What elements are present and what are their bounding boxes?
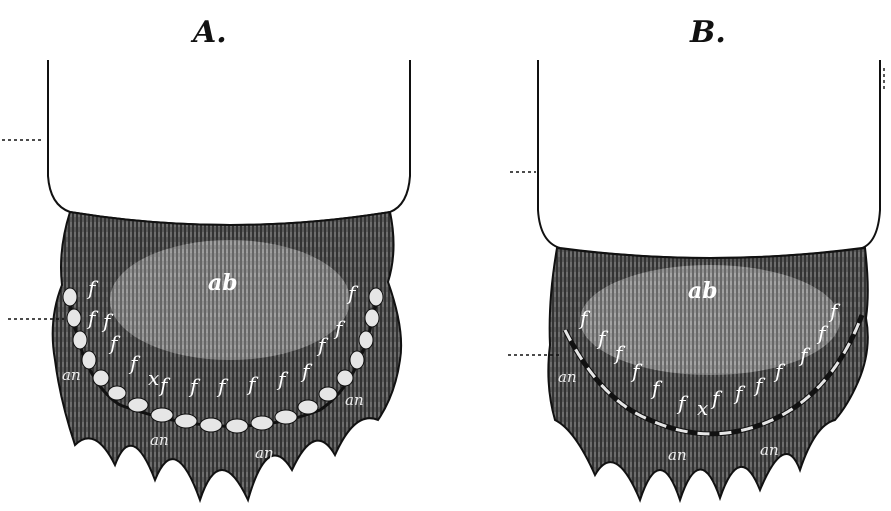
panel-a-segment: [73, 331, 87, 349]
panel-a-x-label: x: [148, 366, 159, 390]
panel-a-an-label: an: [255, 444, 274, 462]
panel-a-segment: [365, 309, 379, 327]
panel-a-segment: [337, 370, 353, 386]
panel-a-an-label: an: [62, 366, 81, 384]
panel-b-an-label: an: [668, 446, 687, 464]
panel-b: B. ab f f f f f f x f f f f f f f an an …: [508, 15, 884, 500]
panel-a-an-label: an: [345, 391, 364, 409]
panel-b-an-label: an: [760, 441, 779, 459]
panel-a-central-area: [110, 240, 350, 360]
panel-a-segment: [151, 408, 173, 422]
panel-a-segment: [226, 419, 248, 433]
panel-a-segment: [93, 370, 109, 386]
panel-a-label: A.: [190, 15, 227, 50]
panel-a-segment: [82, 351, 96, 369]
panel-a-segment: [128, 398, 148, 412]
panel-a-segment: [298, 400, 318, 414]
panel-a-segment: [175, 414, 197, 428]
panel-a: A.: [2, 15, 410, 500]
panel-a-segment: [350, 351, 364, 369]
panel-a-segment: [359, 331, 373, 349]
panel-a-segment: [251, 416, 273, 430]
panel-a-segment: [200, 418, 222, 432]
panel-b-upper-segment: [538, 60, 880, 258]
panel-a-segment: [275, 410, 297, 424]
panel-a-segment: [63, 288, 77, 306]
panel-a-upper-segment: [48, 60, 410, 225]
panel-b-label: B.: [689, 15, 726, 50]
panel-a-an-label: an: [150, 431, 169, 449]
panel-a-segment: [319, 387, 337, 401]
panel-b-x-label: x: [697, 396, 708, 420]
panel-b-ab-label: ab: [688, 278, 718, 304]
panel-a-segment: [108, 386, 126, 400]
panel-b-an-label: an: [558, 368, 577, 386]
panel-a-segment: [369, 288, 383, 306]
panel-a-ab-label: ab: [208, 270, 238, 296]
panel-a-segment: [67, 309, 81, 327]
